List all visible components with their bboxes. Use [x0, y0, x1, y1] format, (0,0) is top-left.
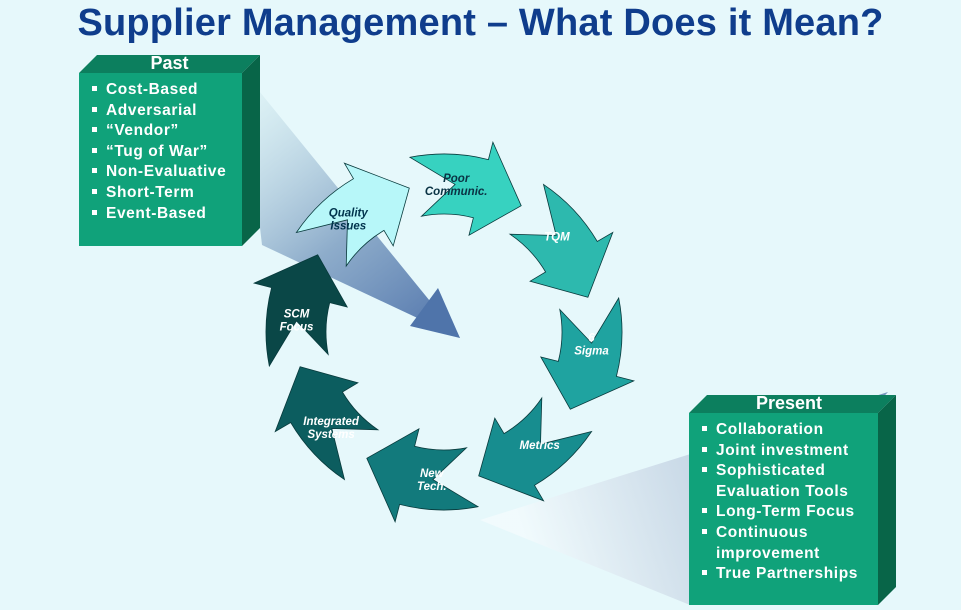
list-item: Short-Term — [91, 183, 226, 204]
present-list: Collaboration Joint investment Sophistic… — [701, 420, 858, 585]
past-box: Past Cost-Based Adversarial “Vendor” “Tu… — [79, 53, 260, 246]
present-title: Present — [755, 393, 823, 413]
past-list: Cost-Based Adversarial “Vendor” “Tug of … — [91, 80, 226, 224]
list-item: Collaboration — [701, 420, 858, 441]
list-item: “Tug of War” — [91, 142, 226, 163]
improvement-cycle — [252, 140, 636, 524]
list-item: Long-Term Focus — [701, 502, 858, 523]
cycle-segment-7 — [252, 254, 349, 368]
cycle-segment-label: Metrics — [520, 440, 560, 452]
bullet-icon — [702, 508, 707, 514]
list-item: Continuous — [701, 523, 858, 544]
bullet-icon — [92, 106, 97, 112]
cycle-segment-3 — [539, 296, 636, 410]
cycle-segment-0 — [295, 162, 410, 268]
list-item: Joint investment — [701, 441, 858, 462]
cycle-segment-6 — [274, 366, 380, 481]
bullet-icon — [92, 127, 97, 133]
cycle-segment-2 — [508, 183, 614, 298]
list-item: Evaluation Tools — [716, 482, 849, 500]
list-item: improvement — [716, 544, 820, 562]
cycle-segment-5 — [366, 427, 480, 524]
bullet-icon — [92, 86, 97, 91]
past-title: Past — [150, 53, 189, 73]
list-item: Cost-Based — [91, 80, 226, 101]
slide-title: Supplier Management – What Does it Mean? — [77, 2, 884, 44]
cycle-segment-label: TQM — [544, 231, 570, 243]
bullet-icon — [92, 188, 97, 194]
present-box: Present Collaboration Joint investment S… — [689, 393, 896, 605]
list-item: True Partnerships — [701, 564, 858, 585]
bullet-icon — [92, 147, 97, 153]
past-beam-arrowhead — [410, 288, 460, 338]
bullet-icon — [702, 426, 707, 431]
bullet-icon — [702, 446, 707, 452]
bullet-icon — [92, 168, 97, 174]
past-box-shape — [79, 55, 260, 246]
list-item: Sophisticated — [701, 461, 858, 482]
bullet-icon — [92, 209, 97, 215]
cycle-segment-1 — [408, 140, 522, 237]
list-item: Event-Based — [91, 204, 226, 225]
list-item: “Vendor” — [91, 121, 226, 142]
bullet-icon — [702, 570, 707, 576]
list-item: Non-Evaluative — [91, 162, 226, 183]
bullet-icon — [702, 528, 707, 534]
present-box-shape — [689, 395, 896, 605]
bullet-icon — [702, 467, 707, 473]
list-item: Adversarial — [91, 101, 226, 122]
cycle-segment-4 — [478, 396, 593, 502]
